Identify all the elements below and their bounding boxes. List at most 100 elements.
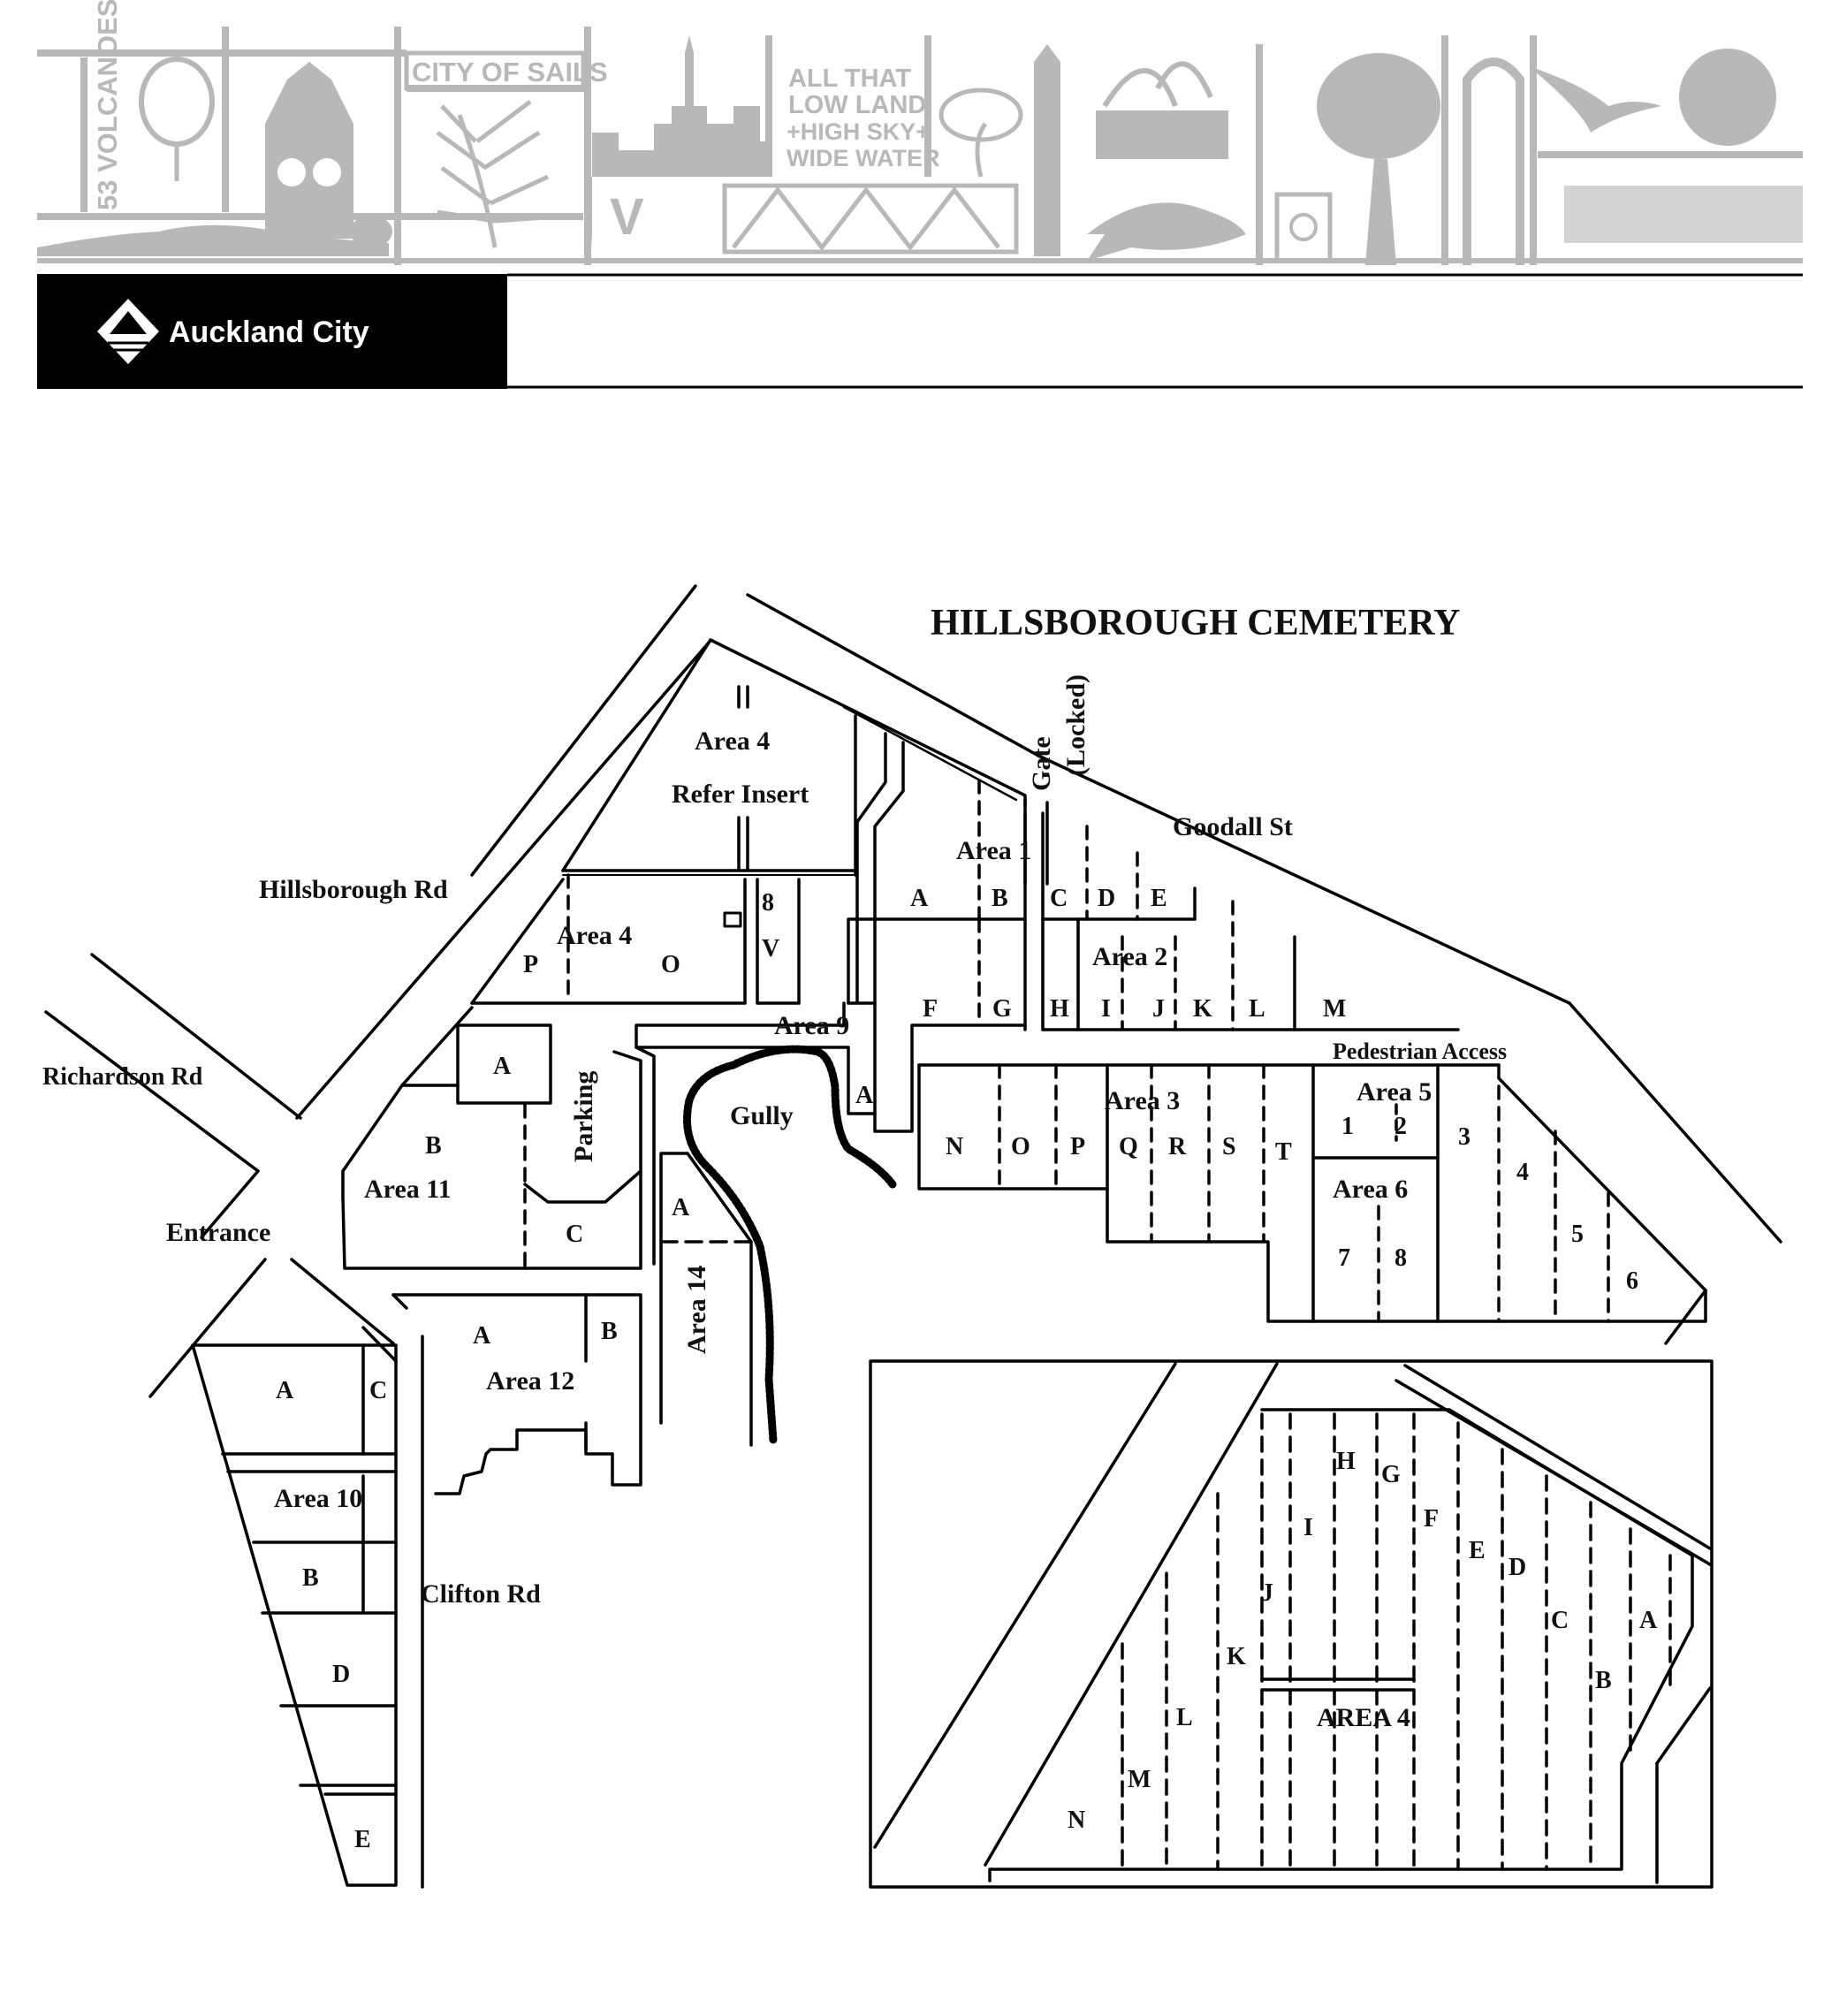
area-11-block [341, 1006, 642, 1270]
banner-motto-line-4: WIDE WATER [787, 145, 939, 171]
section-a5-2: 2 [1394, 1113, 1407, 1140]
banner-city-of-sails-text: CITY OF SAILS [412, 57, 608, 87]
banner-illustration: V 53 VOLCANOES CI [37, 0, 1803, 265]
section-a11-c: C [566, 1221, 583, 1248]
fountain-icon [1096, 61, 1228, 159]
goodall-st-label: Goodall St [1173, 812, 1293, 841]
section-a1-g: G [992, 995, 1012, 1023]
section-a10-c: C [369, 1377, 387, 1404]
section-a3-n: N [946, 1133, 963, 1160]
area-3-label: Area 3 [1105, 1086, 1180, 1115]
section-a5-5: 5 [1571, 1221, 1584, 1248]
gate-locked-label: (Locked) [1061, 674, 1090, 776]
insert-section-a: A [1639, 1607, 1658, 1634]
section-a1-b: B [992, 885, 1008, 912]
fern-icon [436, 100, 558, 248]
banner-motto-line-1: ALL THAT [788, 65, 911, 93]
monogram-icon: V [610, 188, 644, 246]
section-a5-1: 1 [1341, 1113, 1354, 1140]
banner-motto-line-3: +HIGH SKY+ [787, 118, 930, 145]
section-a12-a: A [473, 1322, 491, 1350]
hibiscus-icon [1679, 49, 1776, 146]
volcano-icon [37, 224, 389, 256]
fish-icon [1087, 202, 1246, 261]
area-10-block [191, 1326, 398, 1887]
gully-label: Gully [730, 1101, 794, 1130]
insert-section-e: E [1469, 1537, 1486, 1564]
richardson-rd-edge [200, 1169, 260, 1239]
obelisk-icon [1034, 44, 1060, 256]
area-4-lower-label: Area 4 [557, 921, 632, 950]
section-a11-a: A [493, 1053, 512, 1080]
area-1-block [847, 779, 1460, 1133]
insert-section-l: L [1176, 1704, 1193, 1731]
cabbage-tree-icon [1317, 53, 1440, 159]
gate-label: Gate [1027, 736, 1056, 791]
section-a3-t: T [1275, 1138, 1292, 1166]
map-labels: HILLSBOROUGH CEMETERY Hillsborough Rd Ri… [42, 603, 1658, 1853]
bird-icon [1529, 66, 1661, 133]
banner-motto-line-2: LOW LAND [788, 91, 926, 119]
banner-volcanoes-text: 53 VOLCANOES [92, 0, 123, 210]
section-a2-j: J [1152, 995, 1165, 1023]
area-12-label: Area 12 [486, 1366, 574, 1396]
area-6-label: Area 6 [1333, 1175, 1408, 1204]
insert-section-i: I [1303, 1514, 1313, 1541]
section-a10-e: E [354, 1826, 371, 1853]
pohutukawa-tree-icon [938, 87, 1023, 178]
section-a1-c: C [1050, 885, 1068, 912]
area-4-upper-block [561, 638, 1027, 1005]
section-a2-i: I [1101, 995, 1111, 1023]
section-a10-d: D [332, 1661, 350, 1688]
pedestrian-access-label: Pedestrian Access [1333, 1038, 1507, 1064]
section-a10-b: B [302, 1564, 319, 1592]
carving-tile-icon [1274, 192, 1333, 263]
richardson-rd-edge [44, 1010, 260, 1173]
section-a3-q: Q [1119, 1133, 1138, 1160]
area-9-block [635, 1001, 877, 1266]
map-title: HILLSBOROUGH CEMETERY [931, 603, 1460, 643]
cabbage-tree-trunk [1365, 159, 1396, 265]
insert-section-d: D [1508, 1554, 1526, 1581]
section-a1-f: F [923, 995, 938, 1023]
section-a6-7: 7 [1338, 1244, 1350, 1272]
lantern-icon [139, 57, 215, 147]
mountain-diamond-icon [97, 299, 159, 364]
brand-name: Auckland City [169, 316, 369, 349]
area-14-label: Area 14 [682, 1266, 711, 1354]
section-a9-a: A [855, 1082, 874, 1109]
section-a3-o: O [1011, 1133, 1030, 1160]
insert-section-m: M [1128, 1766, 1151, 1793]
insert-section-j: J [1261, 1579, 1273, 1607]
area-2-label: Area 2 [1092, 942, 1167, 971]
section-a14-a: A [672, 1194, 690, 1221]
section-a1-h: H [1050, 995, 1069, 1023]
section-a3-p: P [1070, 1133, 1085, 1160]
brand-bar: Auckland City [37, 273, 1803, 389]
section-a3-s: S [1222, 1133, 1236, 1160]
flax-skirt-icon [1564, 186, 1803, 243]
clock-face [277, 158, 306, 186]
goodall-st-edge [1568, 1001, 1782, 1244]
stone-icon [350, 216, 392, 247]
section-a6-8: 8 [1394, 1244, 1407, 1272]
section-a5-4: 4 [1516, 1159, 1529, 1186]
insert-section-n: N [1068, 1807, 1085, 1834]
insert-area-4-label: AREA 4 [1317, 1703, 1410, 1732]
entrance-label: Entrance [166, 1218, 270, 1247]
refer-insert-label: Refer Insert [672, 780, 809, 809]
area-14-block [659, 1152, 753, 1447]
area-4-upper-label: Area 4 [695, 727, 770, 756]
parking-label: Parking [569, 1071, 598, 1162]
sky-tower-skyline-icon [588, 35, 769, 247]
hillsborough-rd-edge [470, 584, 697, 877]
clifton-rd-edge [290, 1258, 395, 1345]
area-5-label: Area 5 [1356, 1077, 1432, 1107]
clifton-rd-label: Clifton Rd [421, 1579, 541, 1609]
clifton-rd-edge [148, 1258, 267, 1398]
section-a2-l: L [1249, 995, 1265, 1023]
goodall-st-edge [746, 593, 1040, 757]
insert-section-f: F [1424, 1505, 1439, 1533]
area-4-lower-block [470, 873, 801, 1005]
